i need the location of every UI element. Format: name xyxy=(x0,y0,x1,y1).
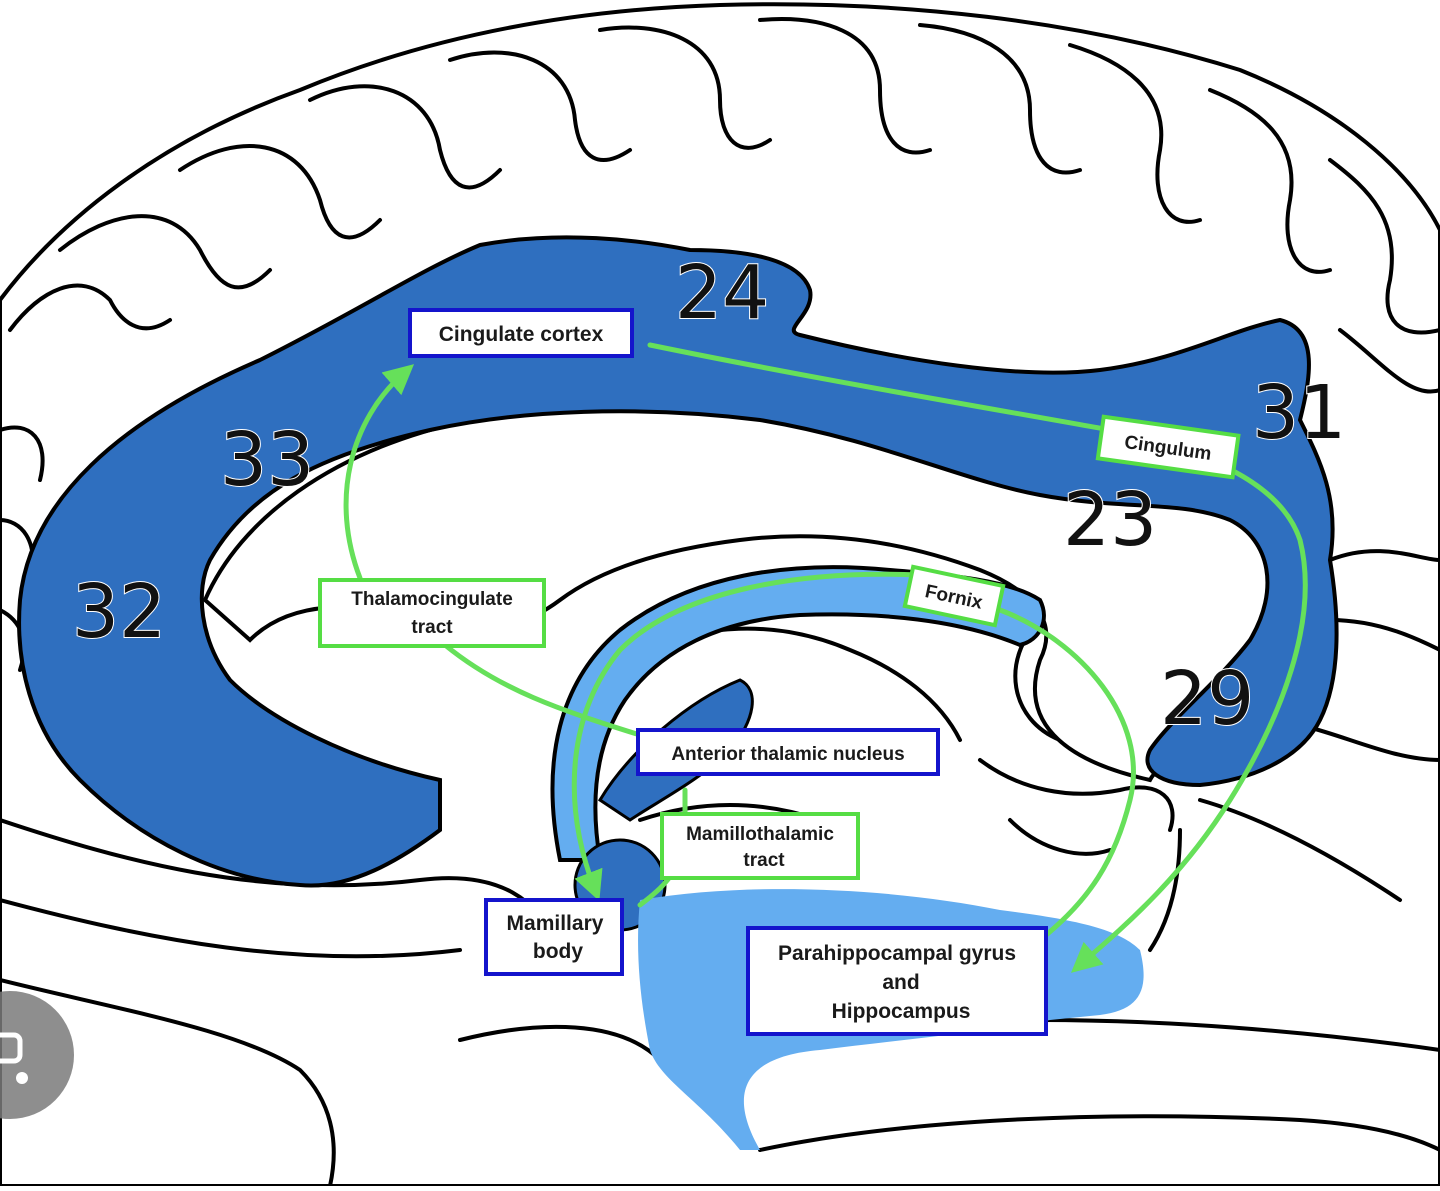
fornix-box: Fornix xyxy=(902,564,1006,628)
thalamocingulate-label-line1: Thalamocingulate xyxy=(351,589,513,610)
parahippocampal-box: Parahippocampal gyrus and Hippocampus xyxy=(746,926,1048,1036)
parahippocampal-label-line1: Parahippocampal gyrus xyxy=(778,942,1016,965)
fornix-region xyxy=(550,565,1046,862)
fornix-path xyxy=(571,571,923,902)
cingulate-gyrus-region xyxy=(17,235,1339,888)
mamillary-label-line1: Mamillary xyxy=(507,912,604,935)
parahippocampal-label-line3: Hippocampus xyxy=(832,1000,971,1023)
thalamo-connector xyxy=(442,642,643,738)
anterior-thalamic-label: Anterior thalamic nucleus xyxy=(671,744,904,765)
area-33-label: 33 xyxy=(220,417,314,503)
area-numbers: 24 31 33 32 23 29 xyxy=(71,249,1347,743)
mamillothalamic-label-line2: tract xyxy=(743,850,785,871)
area-29-label: 29 xyxy=(1160,656,1254,742)
area-24-label: 24 xyxy=(675,250,769,336)
mamillothalamic-label-line1: Mamillothalamic xyxy=(686,824,834,845)
parahippocampal-label-line2: and xyxy=(882,971,919,994)
cingulum-path xyxy=(647,342,1308,973)
area-31-label: 31 xyxy=(1252,370,1346,456)
cingulum-box: Cingulum xyxy=(1095,414,1241,480)
mamillary-label-line2: body xyxy=(533,940,583,963)
pathways xyxy=(343,342,1308,973)
thalamocingulate-label-line2: tract xyxy=(411,617,453,638)
cingulate-cortex-label: Cingulate cortex xyxy=(439,323,604,346)
anterior-thalamic-box: Anterior thalamic nucleus xyxy=(636,728,940,776)
mamillothalamic-box: Mamillothalamic tract xyxy=(660,812,860,880)
fornix-hippocampal-path xyxy=(997,607,1136,943)
thalamocingulate-path xyxy=(343,364,415,581)
cingulate-cortex-box: Cingulate cortex xyxy=(408,308,634,358)
area-32-label: 32 xyxy=(72,569,166,655)
area-23-label: 23 xyxy=(1063,477,1157,563)
mamillary-body-box: Mamillary body xyxy=(484,898,624,976)
thalamocingulate-box: Thalamocingulate tract xyxy=(318,578,546,648)
image-search-icon[interactable] xyxy=(0,991,74,1119)
